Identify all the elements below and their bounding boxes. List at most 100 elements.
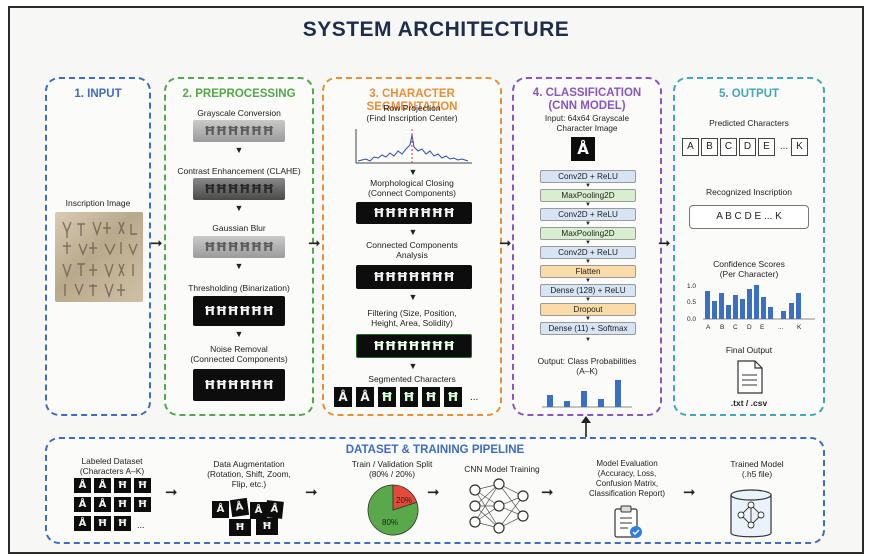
preprocessing-panel: 2. PREPROCESSING Grayscale Conversion ĦĦ…	[164, 77, 314, 416]
confidence-chart: 1.0 0.5 0.0 A B C D E ... K	[687, 283, 815, 331]
inscription-image	[55, 212, 143, 302]
predicted-char: C	[720, 138, 737, 156]
pie-slice-validation	[392, 484, 418, 511]
dataset-label: Labeled Dataset (Characters A–K)	[79, 456, 145, 476]
projection-curve	[357, 134, 469, 162]
arrow-right-icon: ➞	[165, 484, 178, 501]
arrow-right-icon: ➞	[305, 484, 318, 501]
recognized-inscription: A B C D E ... K	[689, 205, 809, 229]
augmented-sample: Å	[229, 497, 250, 518]
segmented-char: Ħ	[422, 387, 440, 407]
cnn-layer: Conv2D + ReLU	[540, 208, 636, 221]
dataset-sample: Å	[94, 478, 111, 493]
predicted-char: ...	[779, 141, 789, 152]
predicted-char: D	[739, 138, 756, 156]
prob-bar	[564, 401, 570, 407]
predicted-char: B	[701, 138, 718, 156]
arrow-down-icon: ▼	[585, 221, 591, 227]
page-title: SYSTEM ARCHITECTURE	[302, 18, 570, 41]
dataset-ellipsis: ...	[137, 520, 145, 530]
segmented-ellipsis: ...	[470, 391, 479, 403]
arrow-right-icon: ➞	[541, 484, 554, 501]
segmented-char: Å	[334, 387, 352, 407]
segmented-char: Å	[356, 387, 374, 407]
augmented-sample: Å	[265, 500, 284, 519]
arrow-right-icon: ➞	[499, 235, 512, 252]
filtered-image: ĦĦĦĦĦĦĦ	[356, 334, 472, 358]
conf-bar	[761, 297, 766, 319]
augmentation-samples: Å Å Å Å Ħ Ħ	[212, 497, 286, 536]
recognized-label: Recognized Inscription	[706, 187, 792, 197]
clipboard-check-icon	[614, 505, 642, 538]
conf-xlabel: D	[747, 324, 752, 331]
arrow-down-icon: ▼	[585, 183, 591, 189]
morph-image: ĦĦĦĦĦĦĦ	[356, 202, 472, 224]
filtering-label: Filtering (Size, Position, Height, Area,…	[367, 308, 457, 328]
dataset-sample: Ħ	[114, 516, 131, 531]
cnn-input-glyph: Å	[571, 137, 595, 161]
conf-bar	[747, 289, 752, 319]
augmented-sample: Å	[250, 502, 267, 519]
predicted-char: A	[682, 138, 699, 156]
row-projection-label: Row Projection (Find Inscription Center)	[366, 103, 458, 123]
training-label: CNN Model Training	[464, 464, 540, 474]
conf-bar	[719, 293, 724, 319]
arrow-down-icon: ▼	[234, 145, 244, 155]
conf-tick: 0.5	[687, 299, 696, 306]
dataset-grid: Å Å Ħ Ħ Å Å Ħ Ħ Å Ħ Ħ ...	[74, 478, 156, 540]
predicted-label: Predicted Characters	[709, 118, 789, 128]
arrow-down-icon: ▼	[585, 316, 591, 322]
arrow-right-icon: ➞	[308, 235, 321, 252]
augmented-sample: Ħ	[256, 518, 278, 535]
segmented-char: Ħ	[400, 387, 418, 407]
classification-heading: 4. CLASSIFICATION (CNN MODEL)	[532, 87, 642, 112]
arrow-right-icon: ➞	[683, 484, 696, 501]
arrow-down-icon: ▼	[234, 203, 244, 213]
arrow-right-icon: ➞	[658, 235, 671, 252]
grayscale-image: ĦĦĦĦĦĦ	[193, 120, 285, 142]
conf-bar	[705, 291, 710, 319]
file-icon	[737, 360, 763, 394]
cc-label: Connected Components Analysis	[366, 240, 458, 260]
pipeline-heading: DATASET & TRAINING PIPELINE	[345, 444, 525, 456]
conf-xlabel: K	[797, 324, 802, 331]
conf-xlabel: B	[720, 324, 724, 331]
arrow-down-icon: ▼	[585, 259, 591, 265]
conf-bar	[781, 311, 786, 319]
classification-panel: 4. CLASSIFICATION (CNN MODEL) Input: 64x…	[512, 77, 662, 416]
arrow-down-icon: ▼	[234, 261, 244, 271]
arrow-up-icon	[581, 416, 591, 438]
augmented-sample: Å	[212, 501, 229, 518]
step-threshold-label: Thresholding (Binarization)	[188, 283, 290, 293]
morph-label: Morphological Closing (Connect Component…	[368, 178, 456, 198]
clahe-image: ĦĦĦĦĦĦ	[193, 178, 285, 200]
segmentation-heading: 3. CHARACTER SEGMENTATION	[366, 88, 458, 113]
arrow-down-icon: ▼	[408, 292, 418, 302]
class-probabilities-chart	[542, 380, 632, 408]
dataset-sample: Å	[74, 516, 91, 531]
step-noise-label: Noise Removal (Connected Components)	[190, 344, 288, 364]
output-heading: 5. OUTPUT	[718, 88, 780, 100]
segmented-label: Segmented Characters	[368, 374, 456, 384]
augmentation-label: Data Augmentation (Rotation, Shift, Zoom…	[207, 459, 291, 489]
conf-xlabel: C	[733, 324, 738, 331]
dataset-sample: Å	[74, 497, 91, 512]
cnn-layer: Dense (128) + ReLU	[540, 284, 636, 297]
threshold-image: ĦĦĦĦĦĦ	[193, 296, 285, 326]
conf-xlabel: A	[706, 324, 711, 331]
arrow-down-icon: ▼	[585, 240, 591, 246]
database-model-icon	[730, 489, 772, 538]
dataset-sample: Å	[94, 497, 111, 512]
arrow-right-icon: ➞	[427, 484, 440, 501]
trained-model-label: Trained Model (.h5 file)	[730, 459, 784, 479]
conf-xlabel: E	[760, 324, 765, 331]
prob-bar	[598, 399, 604, 407]
segmented-char: Ħ	[444, 387, 462, 407]
evaluation-label: Model Evaluation (Accuracy, Loss, Confus…	[588, 459, 666, 498]
conf-bar	[796, 293, 801, 319]
segmented-characters: Å Å Ħ Ħ Ħ Ħ ...	[334, 387, 478, 407]
dataset-sample: Ħ	[114, 478, 131, 493]
segmentation-panel: 3. CHARACTER SEGMENTATION Row Projection…	[322, 77, 502, 416]
